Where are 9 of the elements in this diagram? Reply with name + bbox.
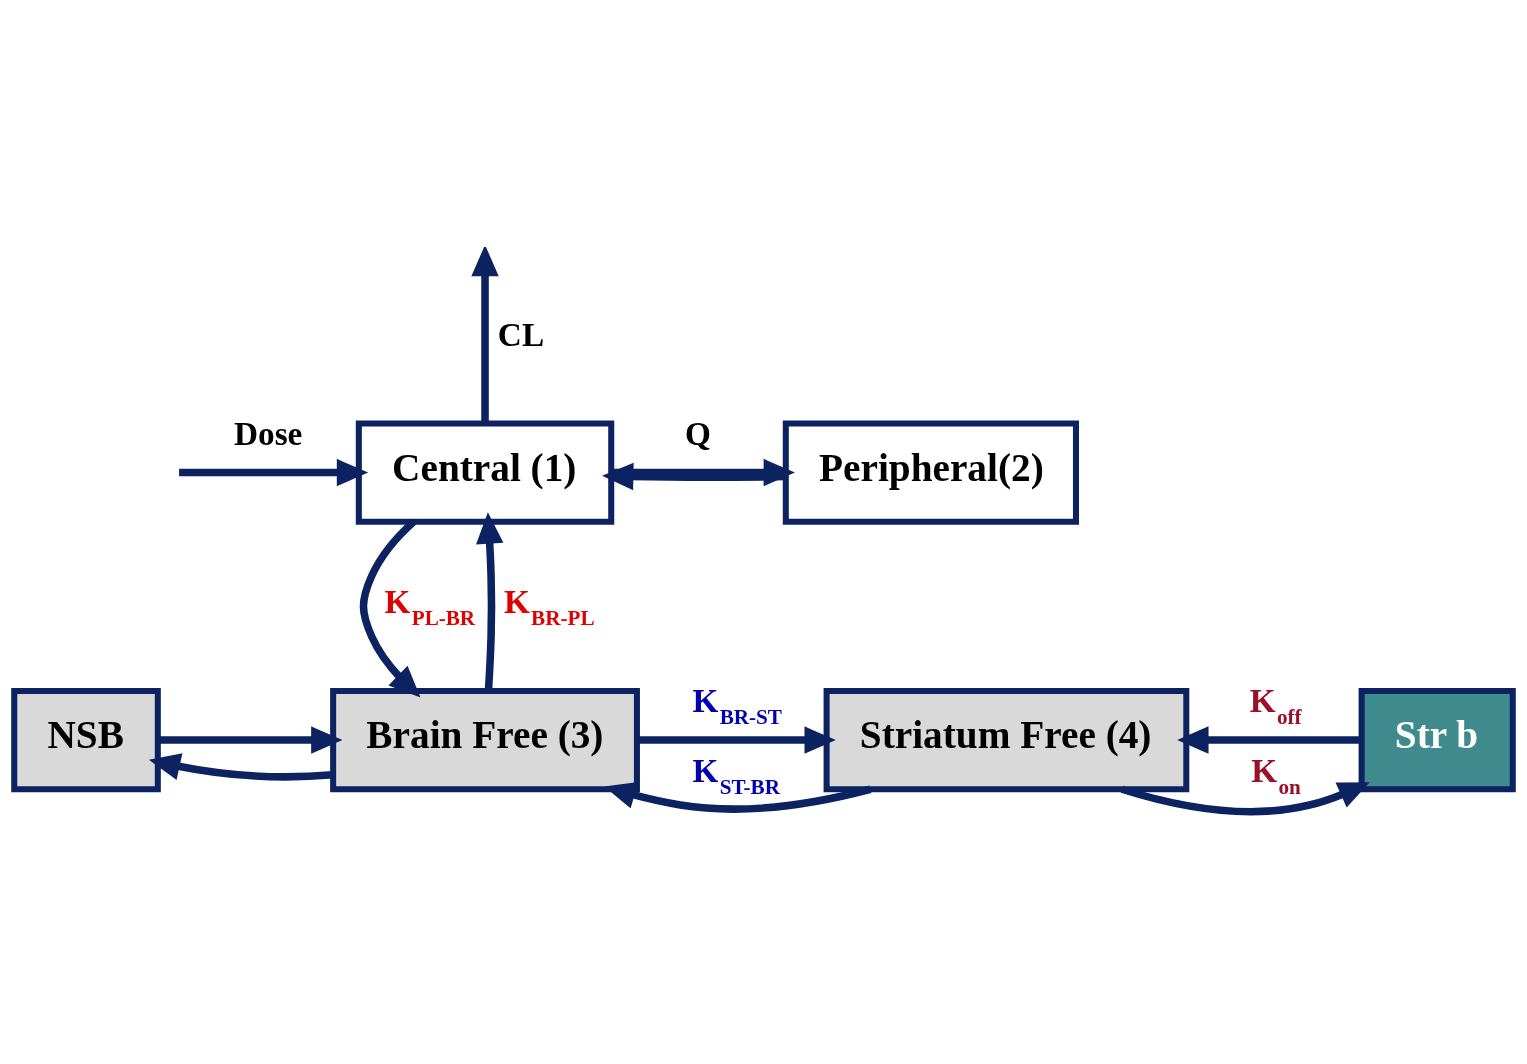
edge-label: Q — [684, 414, 711, 452]
edge-label: K$_{BR-PL}$ — [503, 582, 595, 630]
edge-label: CL — [497, 315, 545, 353]
edge-label: K$_{PL-BR}$ — [384, 582, 476, 630]
edge-label: Dose — [234, 414, 303, 452]
edge-label: K$_{BR-ST}$ — [692, 681, 782, 729]
edge-label: K$_{off}$ — [1249, 681, 1302, 729]
edge-label: K$_{on}$ — [1251, 751, 1301, 799]
edge-label: K$_{ST-BR}$ — [692, 751, 780, 799]
